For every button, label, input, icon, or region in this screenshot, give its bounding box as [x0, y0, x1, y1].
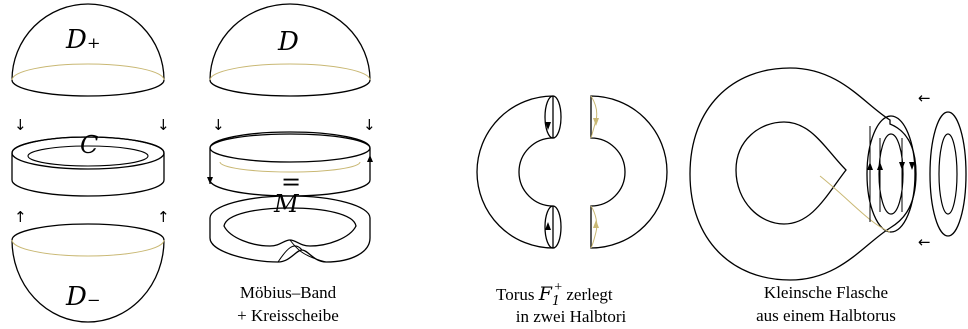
- caption-torus-line2: in zwei Halbtori: [516, 307, 627, 326]
- label-c: C: [80, 131, 98, 159]
- klein-arrow-marker-3: [899, 162, 905, 170]
- arrow-left-top: ←: [918, 89, 931, 107]
- cylinder-band: C: [11, 131, 165, 197]
- torus-decomposition: Torus F1+ zerlegt in zwei Halbtori: [476, 95, 668, 326]
- arrow-down-right-2: ↓: [363, 116, 376, 134]
- band-arrow-down-marker: [207, 177, 213, 184]
- sphere-decomposition: D₊ ↓ ↓ C ↑ ↑ D₋: [11, 3, 170, 323]
- caption-klein-line2: aus einem Halbtorus: [756, 306, 896, 325]
- label-d-minus: D₋: [65, 282, 101, 312]
- half-torus-body: [689, 67, 917, 281]
- cut-arrow-marker-2: [545, 222, 551, 230]
- arrow-down-right-1: ↓: [157, 116, 170, 134]
- caption-torus-line1-prefix: Torus F1+ zerlegt: [496, 280, 613, 309]
- left-half-torus: [476, 95, 562, 249]
- band-arrow-up-marker: [367, 155, 373, 162]
- klein-arrow-marker-1: [867, 162, 873, 170]
- label-equals: =: [281, 168, 301, 196]
- moebius-decomposition: D ↓ ↓ = M Möbius–Band + Kreisscheibe: [207, 3, 376, 325]
- caption-torus-prefix: Torus: [496, 285, 539, 304]
- right-half-torus: [590, 95, 668, 249]
- faint-arrow-marker-1: [593, 118, 599, 126]
- klein-arrow-marker-4: [909, 162, 915, 170]
- arrow-up-right-1: ↑: [157, 208, 170, 226]
- band-piece: [207, 131, 373, 197]
- faint-arrow-marker-2: [593, 220, 599, 228]
- caption-moebius-line2: + Kreisscheibe: [237, 306, 339, 325]
- label-m: M: [273, 190, 300, 218]
- klein-arrow-marker-2: [877, 162, 883, 170]
- label-d-plus: D₊: [65, 25, 101, 55]
- arrow-down-left-2: ↓: [212, 116, 225, 134]
- separate-annulus: [929, 111, 967, 237]
- label-d: D: [277, 27, 299, 57]
- klein-bottle-construction: ← ← Kleinsche Flasche aus einem Halbtoru…: [689, 67, 967, 325]
- caption-torus-sup: +: [554, 280, 562, 295]
- arrow-up-left-1: ↑: [14, 208, 27, 226]
- caption-torus-sub: 1: [552, 294, 560, 309]
- caption-torus-suffix: zerlegt: [562, 285, 613, 304]
- caption-torus-symbol: F: [538, 283, 553, 305]
- upper-hemisphere: D₊: [11, 3, 165, 97]
- arrow-left-bottom: ←: [918, 233, 931, 251]
- cut-arrow-marker-1: [545, 122, 551, 130]
- disc-hemisphere: D: [209, 3, 371, 97]
- arrow-down-left-1: ↓: [14, 116, 27, 134]
- caption-klein-line1: Kleinsche Flasche: [764, 283, 888, 302]
- lower-hemisphere: D₋: [11, 223, 165, 323]
- caption-moebius-line1: Möbius–Band: [240, 283, 337, 302]
- moebius-band: M: [209, 190, 371, 263]
